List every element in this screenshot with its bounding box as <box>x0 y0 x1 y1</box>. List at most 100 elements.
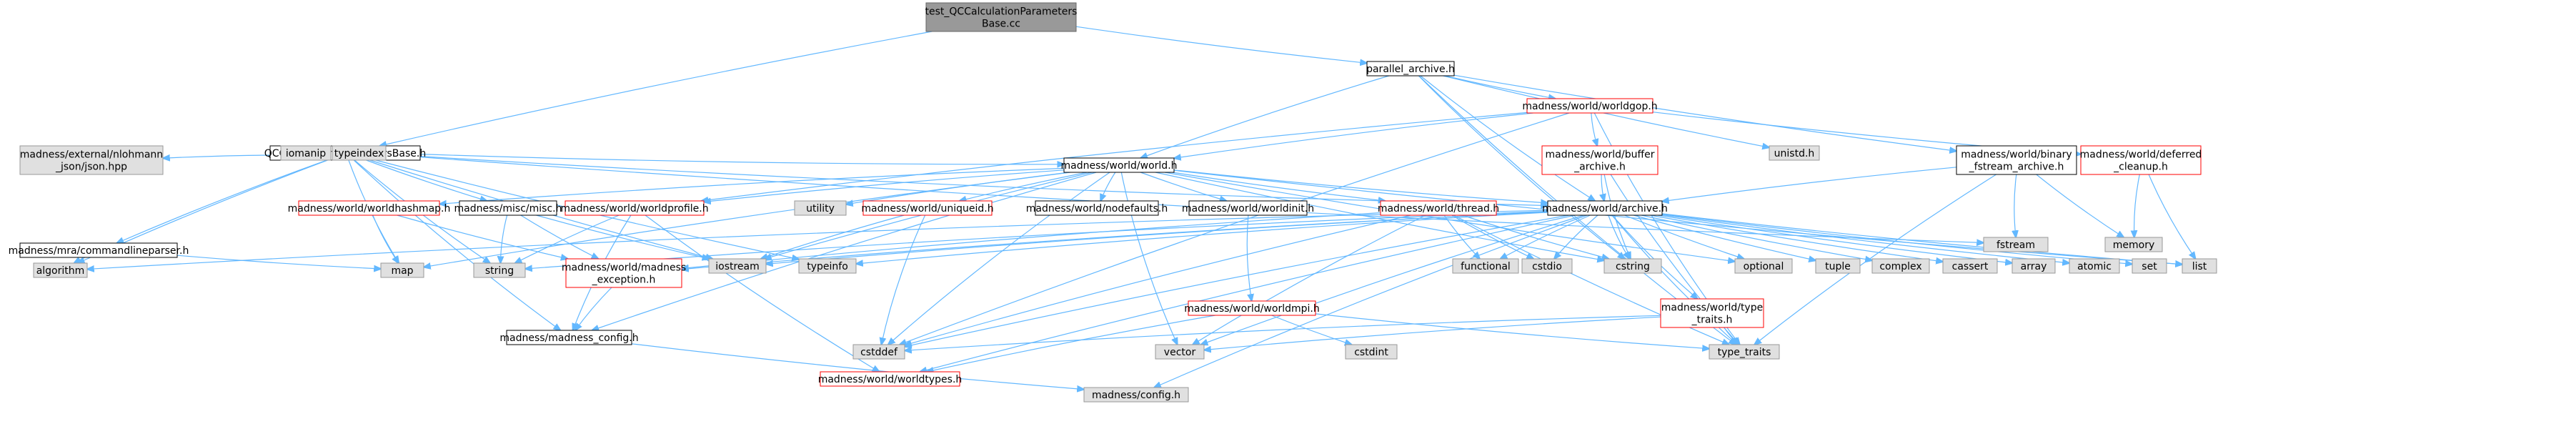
graph-node-n43[interactable]: list <box>2182 258 2217 274</box>
graph-node-label: madness/config.h <box>1092 390 1180 401</box>
edge-n9-n46 <box>1120 172 1177 345</box>
graph-node-box <box>708 258 767 274</box>
graph-node-n32[interactable]: functional <box>1452 258 1519 274</box>
graph-node-n35[interactable]: optional <box>1734 258 1793 274</box>
graph-node-n45[interactable]: cstddef <box>852 344 905 360</box>
graph-node-label: vector <box>1164 347 1196 358</box>
graph-node-n44[interactable]: madness/madness_config.h <box>499 330 639 345</box>
edge-n13-n26 <box>176 255 381 269</box>
graph-node-label: madness/world/worldmpi.h <box>1184 303 1319 315</box>
graph-node-label: madness/world/buffer <box>1546 149 1655 160</box>
graph-node-n25[interactable]: algorithm <box>33 262 88 278</box>
graph-node-n12[interactable]: madness/world/deferred_cleanup.h <box>2080 145 2202 175</box>
graph-node-n13[interactable]: madness/mra/commandlineparser.h <box>9 242 189 258</box>
graph-node-n27[interactable]: string <box>473 262 526 278</box>
graph-node-box <box>1526 98 1653 114</box>
graph-node-box <box>1956 145 2077 175</box>
graph-node-box <box>1188 200 1308 216</box>
graph-node-box <box>19 145 164 175</box>
edge-n14-n26 <box>372 215 399 263</box>
graph-node-n46[interactable]: vector <box>1155 344 1205 360</box>
graph-node-n33[interactable]: cstdio <box>1521 258 1573 274</box>
graph-node-n39[interactable]: cassert <box>1942 258 1998 274</box>
graph-node-n8[interactable]: typeindex <box>332 145 387 161</box>
graph-node-n11[interactable]: madness/world/binary_fstream_archive.h <box>1956 145 2077 175</box>
graph-node-label: fstream <box>1996 240 2035 251</box>
graph-node-n21[interactable]: madness/world/thread.h <box>1378 200 1499 216</box>
graph-node-n50[interactable]: madness/config.h <box>1083 387 1189 403</box>
graph-node-n19[interactable]: madness/world/nodefaults.h <box>1026 200 1168 216</box>
graph-node-n15[interactable]: madness/misc/misc.h <box>454 200 562 216</box>
graph-node-n3[interactable]: parallel_archive.h <box>1366 61 1455 77</box>
graph-node-n29[interactable]: iostream <box>708 258 767 274</box>
graph-node-n38[interactable]: complex <box>1871 258 1930 274</box>
graph-node-label: typeindex <box>334 148 384 159</box>
graph-node-label: utility <box>806 203 835 215</box>
graph-node-n37[interactable]: tuple <box>1815 258 1861 274</box>
graph-node-n18[interactable]: madness/world/uniqueid.h <box>861 200 994 216</box>
graph-node-n47[interactable]: cstdint <box>1345 344 1398 360</box>
graph-node-n22[interactable]: madness/world/archive.h <box>1542 200 1668 216</box>
graph-node-n7[interactable]: iomanip <box>280 145 332 161</box>
edge-n22-n43 <box>1661 213 2182 265</box>
edge-n9-n26 <box>424 172 1070 267</box>
graph-node-label: madness/world/worldhashmap.h <box>288 203 451 215</box>
graph-node-n16[interactable]: madness/world/worldprofile.h <box>560 200 709 216</box>
graph-node-label: madness/world/nodefaults.h <box>1026 203 1168 215</box>
graph-node-n23[interactable]: fstream <box>1983 237 2049 252</box>
graph-node-label: iostream <box>715 261 760 272</box>
edge-n9-n21 <box>1172 172 1386 201</box>
edge-n22-n46 <box>1201 215 1584 345</box>
graph-node-n42[interactable]: set <box>2132 258 2167 274</box>
graph-node-n31[interactable]: madness/world/worldmpi.h <box>1184 300 1320 316</box>
graph-node-box <box>2132 258 2167 274</box>
graph-node-box <box>280 145 332 161</box>
edge-n15-n29 <box>536 215 710 259</box>
graph-node-n28[interactable]: madness/world/madness_exception.h <box>562 258 686 288</box>
graph-node-n20[interactable]: madness/world/worldinit.h <box>1182 200 1314 216</box>
graph-node-n36[interactable]: madness/world/type_traits.h <box>1660 298 1764 328</box>
graph-node-n9[interactable]: madness/world/world.h <box>1060 157 1178 173</box>
edge-n22-n40 <box>1658 215 2012 263</box>
graph-node-label: cstring <box>1616 261 1650 272</box>
graph-node-n4[interactable]: madness/world/worldgop.h <box>1522 98 1658 114</box>
graph-node-box <box>1547 200 1663 216</box>
graph-node-n40[interactable]: array <box>2011 258 2056 274</box>
graph-node-label: madness/world/worldprofile.h <box>560 203 708 215</box>
edge-n22-n39 <box>1649 215 1943 262</box>
edge-n11-n22 <box>1662 167 1957 202</box>
graph-node-label: _traits.h <box>1691 314 1733 325</box>
edge-n28-n44 <box>575 287 612 330</box>
edge-n2-n44 <box>353 159 560 330</box>
graph-node-box <box>1541 145 1659 175</box>
graph-node-n24[interactable]: memory <box>2104 237 2163 252</box>
graph-node-n34[interactable]: cstring <box>1603 258 1662 274</box>
graph-node-n5[interactable]: unistd.h <box>1769 145 1820 161</box>
edge-n21-n34 <box>1462 215 1609 259</box>
graph-node-n48[interactable]: type_traits <box>1709 344 1780 360</box>
graph-node-box <box>565 258 682 288</box>
graph-node-label: _json/json.hpp <box>55 161 127 172</box>
graph-node-n41[interactable]: atomic <box>2069 258 2120 274</box>
edge-n9-n14 <box>439 167 1065 204</box>
graph-node-n14[interactable]: madness/world/worldhashmap.h <box>288 200 451 216</box>
graph-node-n30[interactable]: typeinfo <box>798 258 857 274</box>
graph-node-box <box>2011 258 2056 274</box>
edge-n9-n45 <box>888 172 1110 345</box>
edge-n21-n46 <box>1193 215 1426 345</box>
edge-n14-n28 <box>397 215 568 259</box>
edge-n2-n9 <box>419 154 1064 164</box>
edge-n22-n37 <box>1633 215 1816 260</box>
graph-node-n26[interactable]: map <box>380 262 424 278</box>
edge-n21-n45 <box>905 215 1411 345</box>
graph-node-n6[interactable]: madness/external/nlohmann_json/json.hpp <box>19 145 164 175</box>
graph-node-label: _fstream_archive.h <box>1969 161 2064 172</box>
edge-n2-n15 <box>366 159 487 201</box>
graph-node-label: map <box>391 265 413 277</box>
edge-n22-n41 <box>1661 214 2069 263</box>
graph-node-label: _exception.h <box>592 274 656 285</box>
graph-node-n10[interactable]: madness/world/buffer_archive.h <box>1541 145 1659 175</box>
graph-node-n17[interactable]: utility <box>794 200 847 216</box>
graph-node-n49[interactable]: madness/world/worldtypes.h <box>818 371 963 387</box>
edge-n22-n30 <box>856 212 1548 264</box>
